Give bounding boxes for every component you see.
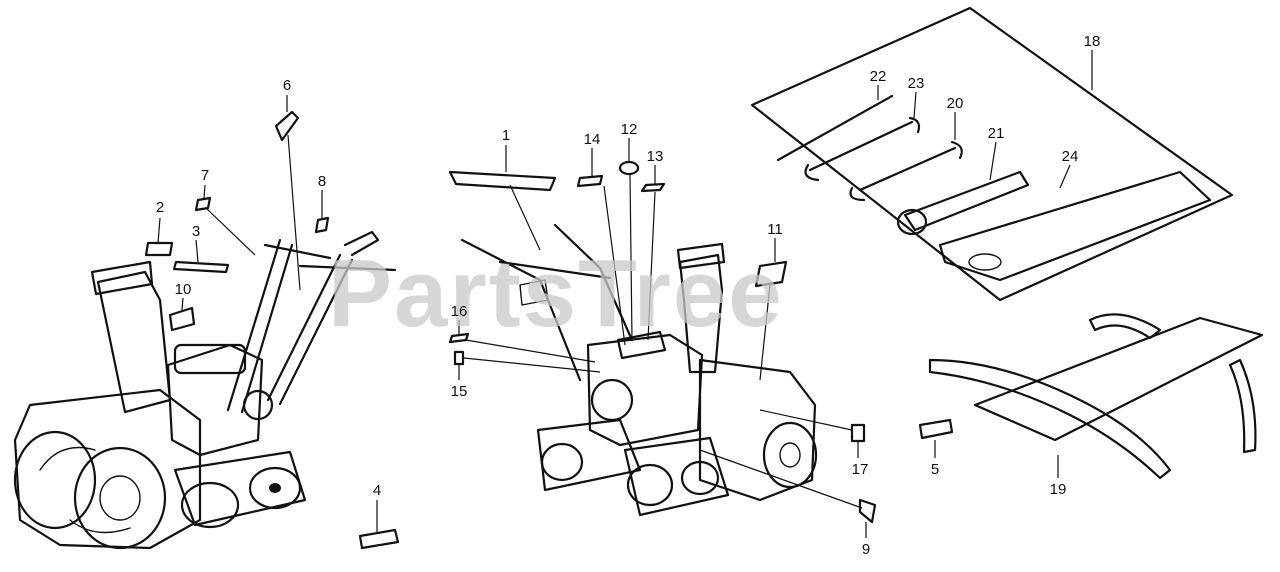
callout-11: 11 xyxy=(767,221,783,238)
callout-7: 7 xyxy=(201,167,209,184)
callout-12: 12 xyxy=(621,121,638,138)
callout-21: 21 xyxy=(988,125,1005,142)
callout-4: 4 xyxy=(373,482,381,499)
callout-3: 3 xyxy=(192,223,200,240)
callout-8: 8 xyxy=(318,173,326,190)
callout-19: 19 xyxy=(1050,481,1067,498)
callout-1: 1 xyxy=(502,127,510,144)
callout-6: 6 xyxy=(283,77,291,94)
callout-20: 20 xyxy=(947,95,964,112)
callout-2: 2 xyxy=(156,199,164,216)
decal-parts xyxy=(144,110,954,550)
callout-16: 16 xyxy=(451,303,468,320)
callout-13: 13 xyxy=(647,148,664,165)
callout-9: 9 xyxy=(862,541,870,558)
callout-24: 24 xyxy=(1062,148,1079,165)
watermark-text: PartsTree xyxy=(328,240,784,347)
snowblower-cover xyxy=(928,313,1264,480)
callout-18: 18 xyxy=(1084,33,1101,50)
left-snowblower-illustration xyxy=(13,230,397,550)
callout-5: 5 xyxy=(931,461,939,478)
callout-labels: 1 2 3 4 5 6 7 8 9 10 11 12 13 14 15 16 1… xyxy=(156,33,1101,558)
callout-17: 17 xyxy=(852,461,869,478)
tool-kit-box xyxy=(750,6,1234,302)
center-snowblower-illustration xyxy=(460,223,818,517)
callout-15: 15 xyxy=(451,383,468,400)
callout-22: 22 xyxy=(870,68,887,85)
callout-23: 23 xyxy=(908,75,925,92)
callout-10: 10 xyxy=(175,281,192,298)
leader-lines xyxy=(157,50,1093,538)
callout-14: 14 xyxy=(584,131,601,148)
